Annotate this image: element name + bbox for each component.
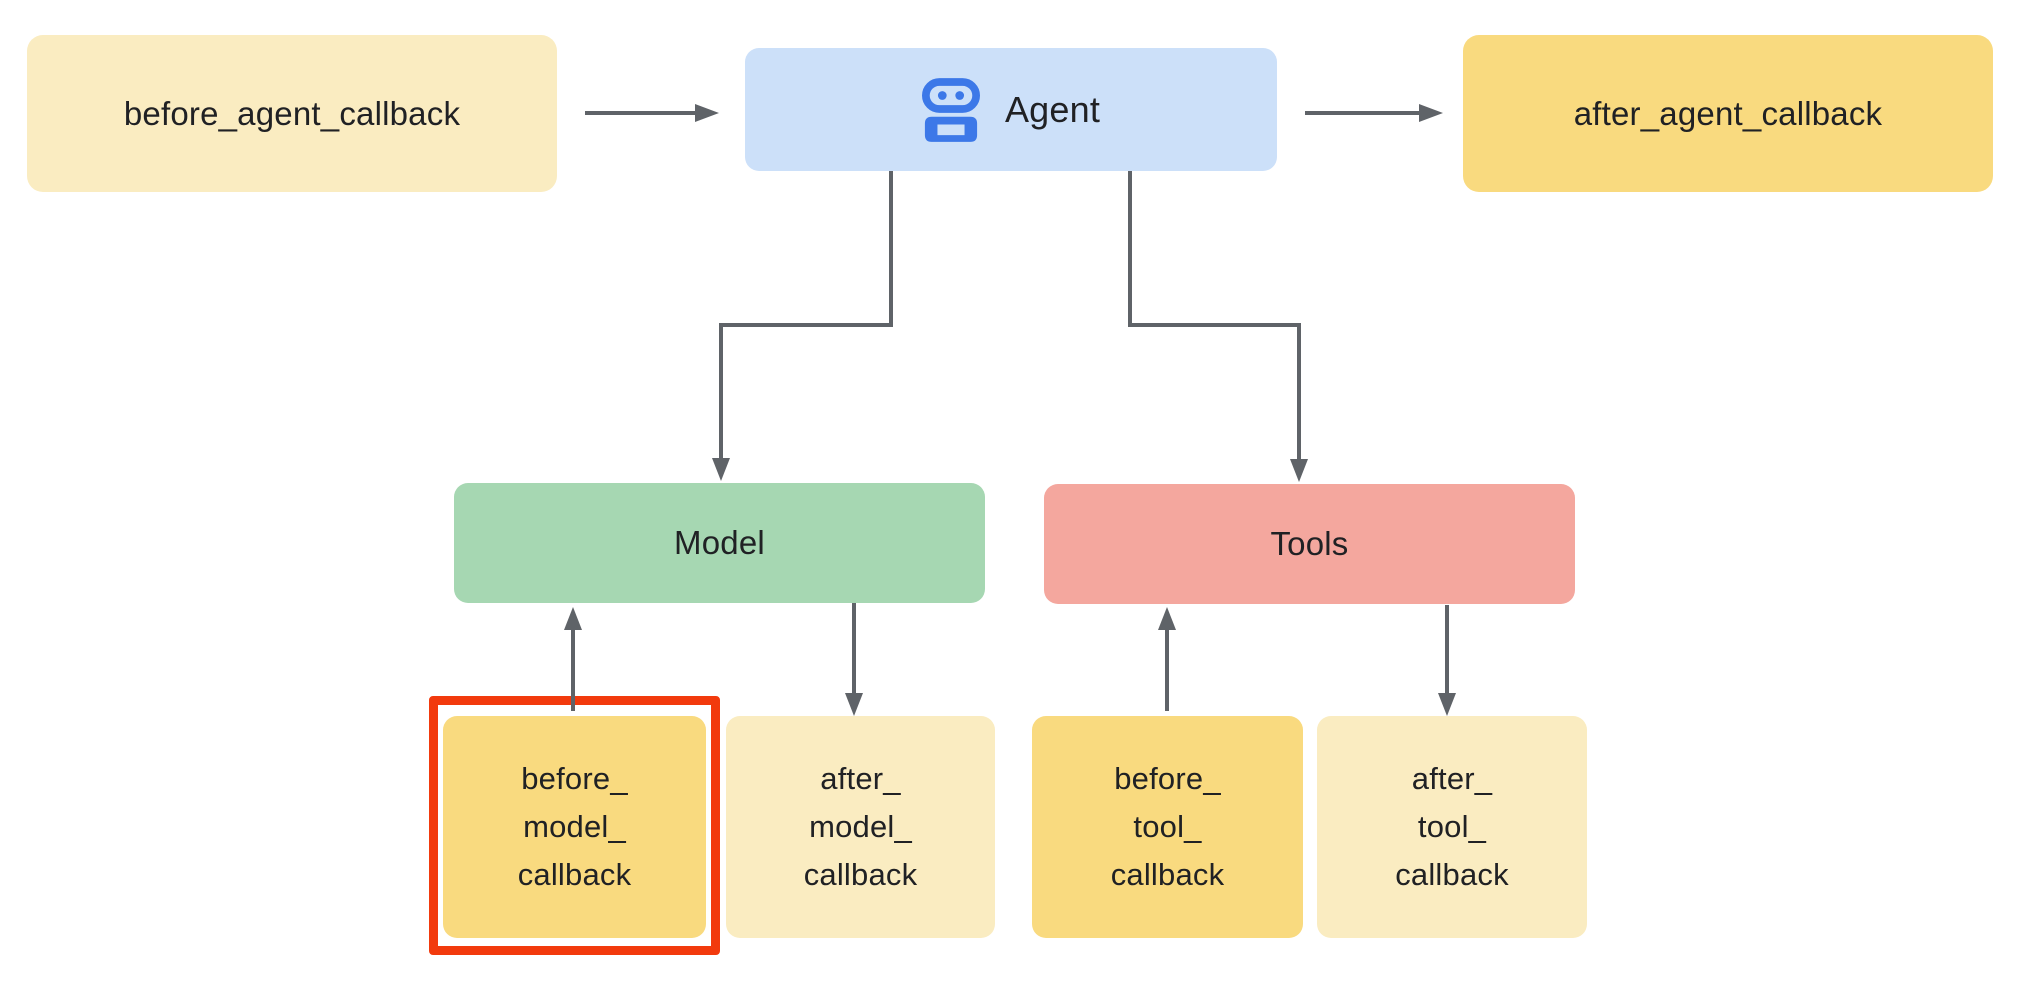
node-label: Tools [1270,525,1349,562]
arrow-model-to-after-model [845,603,863,716]
node-label: Agent [1004,88,1101,130]
node-label-line: callback [1395,857,1509,892]
arrow-before-agent-to-agent [585,104,719,122]
node-tools: Tools [1044,484,1575,604]
node-label: before_agent_callback [123,94,461,132]
robot-icon [921,77,980,142]
node-label-line: callback [803,857,918,892]
node-label-line: model_ [809,809,912,844]
node-before-agent-callback: before_agent_callback [27,35,557,192]
node-label: Model [674,524,765,561]
node-label-line: callback [517,857,632,892]
agent-inner: Agent [921,77,1101,142]
arrow-before-tool-to-tools [1158,607,1176,711]
node-label-line: callback [1110,857,1225,892]
node-label-line: after_ [820,761,901,796]
arrow-tools-to-after-tool [1438,605,1456,716]
arrow-agent-to-tools [1128,171,1308,482]
node-label-line: tool_ [1133,809,1202,844]
arrow-agent-to-after-agent [1305,104,1443,122]
node-before-tool-callback: before_ tool_ callback [1032,716,1303,938]
node-label-line: before_ [521,761,628,796]
node-agent: Agent [745,48,1277,171]
node-after-model-callback: after_ model_ callback [726,716,995,938]
node-label-line: before_ [1114,761,1221,796]
arrow-agent-to-model [712,171,893,481]
node-before-model-callback: before_ model_ callback [443,716,706,938]
node-after-agent-callback: after_agent_callback [1463,35,1993,192]
node-label: after_agent_callback [1573,94,1883,132]
node-label-line: after_ [1411,761,1493,796]
node-model: Model [454,483,985,603]
node-label-line: model_ [523,809,626,844]
node-after-tool-callback: after_ tool_ callback [1317,716,1587,938]
node-label-line: tool_ [1417,809,1487,844]
